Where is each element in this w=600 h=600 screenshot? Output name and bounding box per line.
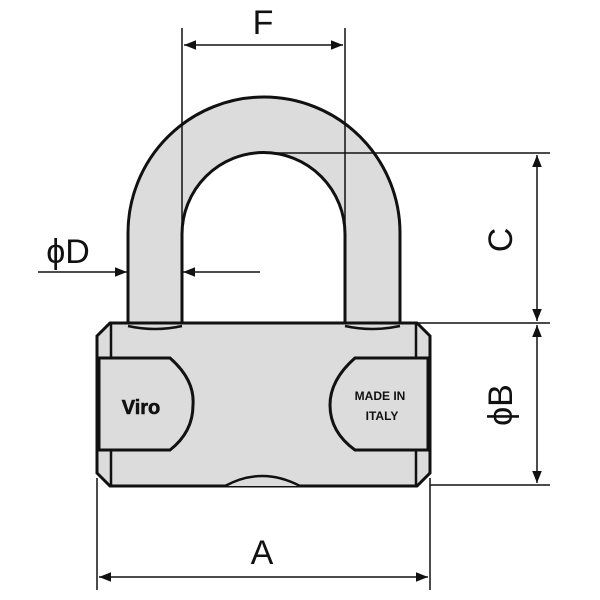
made-in-text: MADE IN [355, 389, 406, 403]
italy-text: ITALY [366, 409, 399, 423]
brand-logo: Viro [122, 397, 161, 419]
lock-body [95, 321, 432, 488]
right-plate [328, 356, 430, 452]
label-f: F [253, 4, 274, 42]
label-a: A [251, 534, 274, 572]
label-b: ϕB [482, 384, 520, 426]
label-c: C [482, 228, 520, 253]
left-plate [97, 356, 195, 452]
shackle [126, 95, 402, 332]
label-d: ϕD [46, 233, 90, 271]
